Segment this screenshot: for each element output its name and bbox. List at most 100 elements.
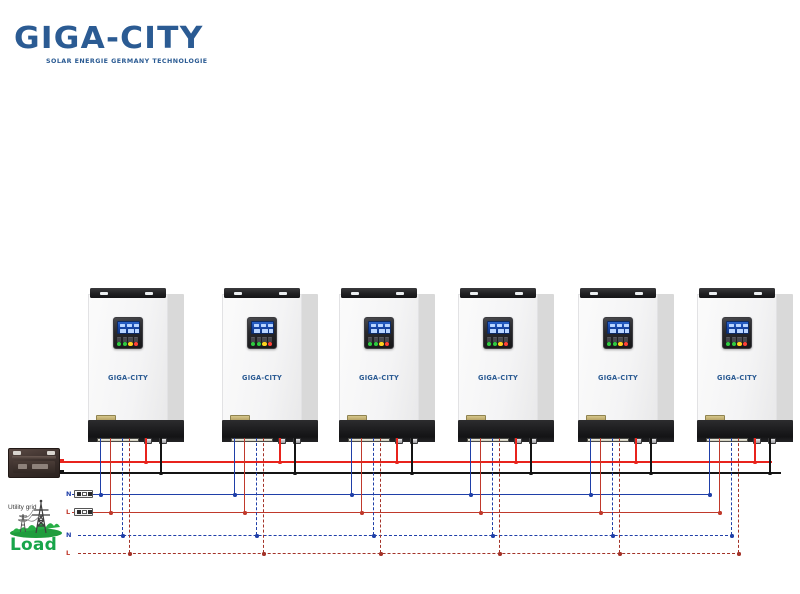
inverter-battery-negative-drop: [160, 438, 162, 474]
inverter-led-row: [726, 342, 748, 346]
inverter-unit[interactable]: GIGA-CITY: [88, 288, 184, 444]
inverter-lcd-screen: [368, 321, 391, 334]
inverter-button-row[interactable]: [251, 336, 273, 342]
grid-neutral-label: N: [66, 490, 72, 498]
inverter-load-line-drop: [738, 438, 739, 553]
inverter-battery-negative-drop: [530, 438, 532, 474]
inverter-brand-label: GIGA-CITY: [359, 374, 399, 382]
inverter-load-line-drop: [129, 438, 130, 553]
inverter-pv-terminal-a: [144, 438, 152, 444]
inverter-lcd-screen: [251, 321, 274, 334]
inverter-load-line-drop: [380, 438, 381, 553]
inverter-ac-terminal-strip: [231, 438, 273, 442]
inverter-led-row: [487, 342, 509, 346]
load-neutral-junction: [372, 534, 376, 538]
inverter-battery-negative-drop: [650, 438, 652, 474]
inverter-battery-positive-drop: [635, 438, 637, 463]
inverter-lcd-screen: [117, 321, 140, 334]
load-neutral-junction: [730, 534, 734, 538]
inverter-terminal-box: [222, 420, 318, 442]
inverter-led-row: [251, 342, 273, 346]
inverter-unit[interactable]: GIGA-CITY: [578, 288, 674, 444]
inverter-body: [222, 294, 302, 420]
inverter-load-line-drop: [263, 438, 264, 553]
inverter-brand-label: GIGA-CITY: [598, 374, 638, 382]
inverter-button-row[interactable]: [117, 336, 139, 342]
battery-face: [13, 461, 55, 473]
inverter-body: [339, 294, 419, 420]
inverter-grid-line-drop: [480, 438, 481, 512]
inverter-battery-positive-drop: [145, 438, 147, 463]
load-line-junction: [379, 552, 383, 556]
inverter-control-panel[interactable]: [483, 317, 513, 349]
inverter-button-row[interactable]: [487, 336, 509, 342]
inverter-terminal-box: [578, 420, 674, 442]
inverter-load-neutral-drop: [492, 438, 493, 535]
load-line-label: L: [66, 549, 71, 557]
inverter-button-row[interactable]: [726, 336, 748, 342]
inverter-pv-terminal-b: [410, 438, 418, 444]
battery-negative-junction: [293, 471, 297, 475]
grid-neutral-terminus: [709, 494, 710, 496]
utility-grid-icon: Utility grid: [6, 498, 64, 538]
battery-negative-junction: [649, 471, 653, 475]
inverter-unit[interactable]: GIGA-CITY: [697, 288, 793, 444]
inverter-ac-terminal-strip: [706, 438, 748, 442]
load-line-junction: [128, 552, 132, 556]
grid-line-breaker[interactable]: [74, 508, 93, 516]
inverter-grid-neutral-drop: [590, 438, 591, 494]
inverter-grid-neutral-drop: [351, 438, 352, 494]
inverter-mount-bracket: [90, 288, 166, 298]
inverter-control-panel[interactable]: [113, 317, 143, 349]
inverter-control-panel[interactable]: [603, 317, 633, 349]
inverter-pv-terminal-a: [278, 438, 286, 444]
inverter-control-panel[interactable]: [247, 317, 277, 349]
inverter-mount-bracket: [580, 288, 656, 298]
inverter-button-row[interactable]: [607, 336, 629, 342]
inverter-lcd-screen: [487, 321, 510, 334]
inverter-brand-label: GIGA-CITY: [717, 374, 757, 382]
battery-positive-junction: [514, 460, 518, 464]
inverter-battery-negative-drop: [769, 438, 771, 474]
load-neutral-junction: [121, 534, 125, 538]
grid-neutral-junction: [589, 493, 593, 497]
battery-lid: [12, 455, 56, 459]
inverter-load-neutral-drop: [373, 438, 374, 535]
inverter-button-row[interactable]: [368, 336, 390, 342]
grid-neutral-junction: [469, 493, 473, 497]
inverter-led-row: [607, 342, 629, 346]
load-line-junction: [262, 552, 266, 556]
battery-label-left: [18, 464, 27, 469]
inverter-grid-neutral-drop: [470, 438, 471, 494]
inverter-ac-terminal-strip: [97, 438, 139, 442]
inverter-grid-neutral-drop: [709, 438, 710, 494]
inverter-ac-terminal-strip: [587, 438, 629, 442]
battery-terminal-negative: [47, 450, 55, 455]
inverter-control-panel[interactable]: [364, 317, 394, 349]
inverter-battery-positive-drop: [515, 438, 517, 463]
inverter-unit[interactable]: GIGA-CITY: [222, 288, 318, 444]
inverter-unit[interactable]: GIGA-CITY: [339, 288, 435, 444]
load-label: Load: [10, 535, 57, 555]
inverter-ac-terminal-strip: [348, 438, 390, 442]
inverter-pv-terminal-a: [753, 438, 761, 444]
inverter-load-neutral-drop: [612, 438, 613, 535]
inverter-brand-label: GIGA-CITY: [242, 374, 282, 382]
grid-neutral-breaker[interactable]: [74, 490, 93, 498]
battery-positive-bus: [60, 461, 772, 463]
inverter-grid-line-drop: [719, 438, 720, 512]
inverter-led-row: [117, 342, 139, 346]
inverter-grid-line-drop: [600, 438, 601, 512]
inverter-control-panel[interactable]: [722, 317, 752, 349]
inverter-body: [88, 294, 168, 420]
brand-logo: GIGA-CITY SOLAR ENERGIE GERMANY TECHNOLO…: [14, 22, 244, 74]
inverter-load-neutral-drop: [256, 438, 257, 535]
inverter-battery-positive-drop: [754, 438, 756, 463]
inverter-mount-bracket: [224, 288, 300, 298]
grid-line-junction: [109, 511, 113, 515]
inverter-unit[interactable]: GIGA-CITY: [458, 288, 554, 444]
inverter-pv-terminal-b: [768, 438, 776, 444]
battery-label-right: [32, 464, 48, 469]
inverter-grid-line-drop: [244, 438, 245, 512]
